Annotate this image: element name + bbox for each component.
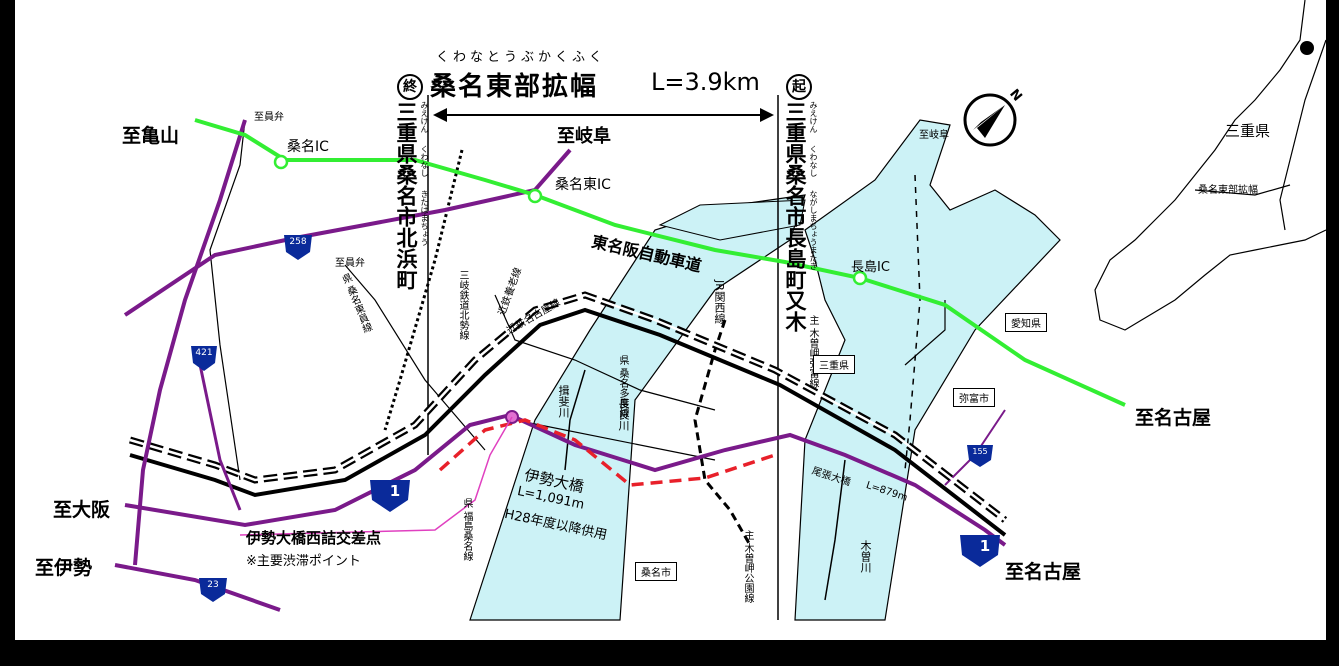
dest-gifu: 至岐阜 (557, 126, 611, 147)
end-ruby-c: きたはまちょう (420, 190, 429, 246)
route-421-shield-icon (191, 346, 217, 371)
pref-road-kuwana-tado: 県 桑名多度線 (617, 355, 628, 419)
end-ruby-b: くわなし (420, 145, 429, 177)
ic-kuwana-higashi: 桑名東IC (555, 177, 611, 193)
rail-sangi: 三岐鉄道北勢線 (457, 270, 468, 340)
project-title: 桑名東部拡幅 (430, 72, 599, 102)
river-ibi-label: 揖斐川 (557, 385, 570, 418)
route-155-number: 155 (972, 447, 988, 456)
dest-nagoya-upper: 至名古屋 (1135, 407, 1212, 429)
river-nagara-label: 長良川 (617, 398, 630, 431)
route-258-number: 258 (289, 237, 307, 247)
map-canvas (114, 0, 1326, 621)
rail-jr: JR関西線 (713, 280, 726, 324)
inset-map (1094, 0, 1326, 331)
compass-icon (963, 93, 1017, 147)
start-ruby-b: くわなし (809, 145, 818, 177)
title-ruby: くわなとうぶかくふく (436, 50, 607, 65)
dest-ise: 至伊勢 (35, 557, 93, 579)
route-23-number: 23 (207, 580, 219, 590)
start-place: 三重県桑名市長島町又木 (783, 101, 807, 332)
project-length: L=3.9km (651, 68, 760, 96)
route-1-shield-b-icon (960, 535, 1000, 567)
intersection-name: 伊勢大橋西詰交差点 (246, 529, 382, 547)
pref-road-kisosaki: 主 木曽岬弥富線 (807, 315, 818, 389)
pref-road-kiso-lower: 主 木曽岬公園線 (742, 530, 753, 604)
ic-kuwana: 桑名IC (287, 139, 329, 155)
box-aichi: 愛知県 (1005, 313, 1047, 332)
dest-osaka: 至大阪 (53, 499, 111, 521)
start-ruby-c: ながしまちょうまたぎ (809, 190, 818, 270)
box-mie: 三重県 (813, 355, 855, 374)
river-ibi-nagara (469, 194, 806, 621)
pref-road-fukushima: 県 福島桑名線 (461, 498, 472, 562)
river-kiso-label: 木曽川 (859, 540, 872, 573)
box-yatomi: 弥富市 (953, 388, 995, 407)
box-kuwana-city: 桑名市 (635, 562, 677, 581)
dest-gifu-small: 至岐阜 (919, 130, 949, 141)
route-1-number: 1 (389, 482, 401, 500)
dest-kameyama: 至亀山 (122, 125, 180, 147)
route-421-number: 421 (195, 348, 213, 358)
inset-project: 桑名東部拡幅 (1198, 185, 1258, 196)
start-symbol: 起 (786, 74, 812, 100)
start-ruby-a: みえけん (809, 101, 818, 133)
route-23-shield-icon (199, 578, 227, 602)
dest-inabe-top: 至員弁 (254, 112, 284, 123)
intersection-note: ※主要渋滞ポイント (246, 554, 361, 569)
end-ruby-a: みえけん (420, 101, 429, 133)
dest-nagoya-lower: 至名古屋 (1005, 561, 1082, 583)
route-258-shield-icon (284, 235, 312, 260)
ic-nagashima: 長島IC (851, 260, 890, 275)
end-place: 三重県桑名市北浜町 (394, 101, 418, 290)
inset-pref: 三重県 (1225, 122, 1271, 140)
end-symbol: 終 (397, 74, 423, 100)
route-155-shield-icon (967, 445, 993, 467)
river-nagara-upper (658, 199, 806, 241)
route-1-number-b: 1 (979, 537, 991, 555)
dest-inabe-mid: 至員弁 (335, 258, 365, 269)
route-1-shield-icon (370, 480, 410, 512)
river-kiso (794, 119, 1061, 621)
route-map: くわなとうぶかくふく 桑名東部拡幅 L=3.9km 終 三重県桑名市北浜町 みえ… (15, 0, 1326, 640)
